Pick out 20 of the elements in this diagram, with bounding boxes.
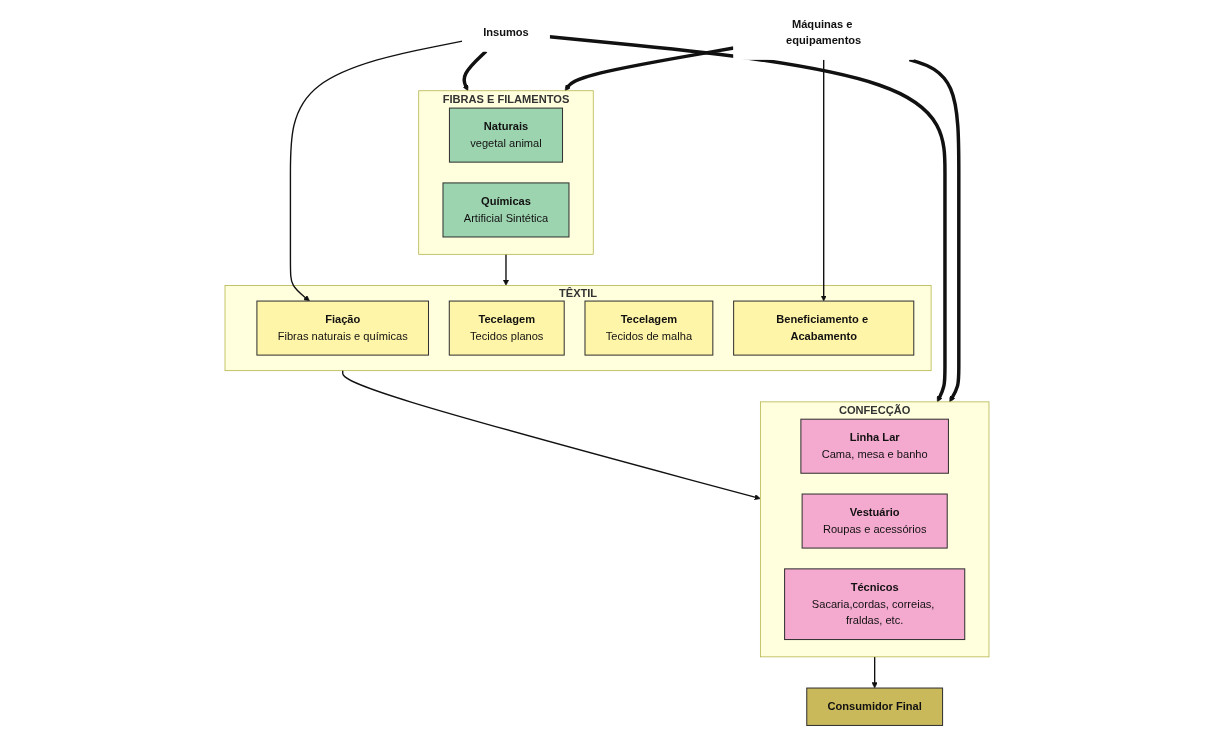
node-box: Consumidor Final (806, 687, 944, 726)
arrow (342, 370, 761, 501)
node-box: Vestuário Roupas e acessórios (801, 493, 948, 549)
node-box: Naturais vegetal animal (448, 107, 564, 163)
arrow (871, 656, 878, 689)
arrow (549, 35, 947, 403)
arrow (564, 46, 734, 92)
node-box: Linha Lar Cama, mesa e banho (800, 418, 949, 474)
node-box: Beneficiamento e Acabamento (733, 300, 915, 356)
node-box: Químicas Artificial Sintética (442, 182, 570, 238)
node-text: Insumos (483, 26, 529, 39)
arrow (462, 50, 488, 92)
node-box: Técnicos Sacaria,cordas, correias, fraldas, etc. (784, 568, 966, 641)
node-box: Fiação Fibras naturais e químicas (256, 300, 429, 356)
arrow (502, 253, 510, 286)
node-box: Tecelagem Tecidos planos (448, 300, 565, 356)
arrow (289, 40, 464, 302)
node-box: Tecelagem Tecidos de malha (584, 300, 714, 356)
arrow (820, 58, 827, 302)
arrow (908, 57, 961, 403)
